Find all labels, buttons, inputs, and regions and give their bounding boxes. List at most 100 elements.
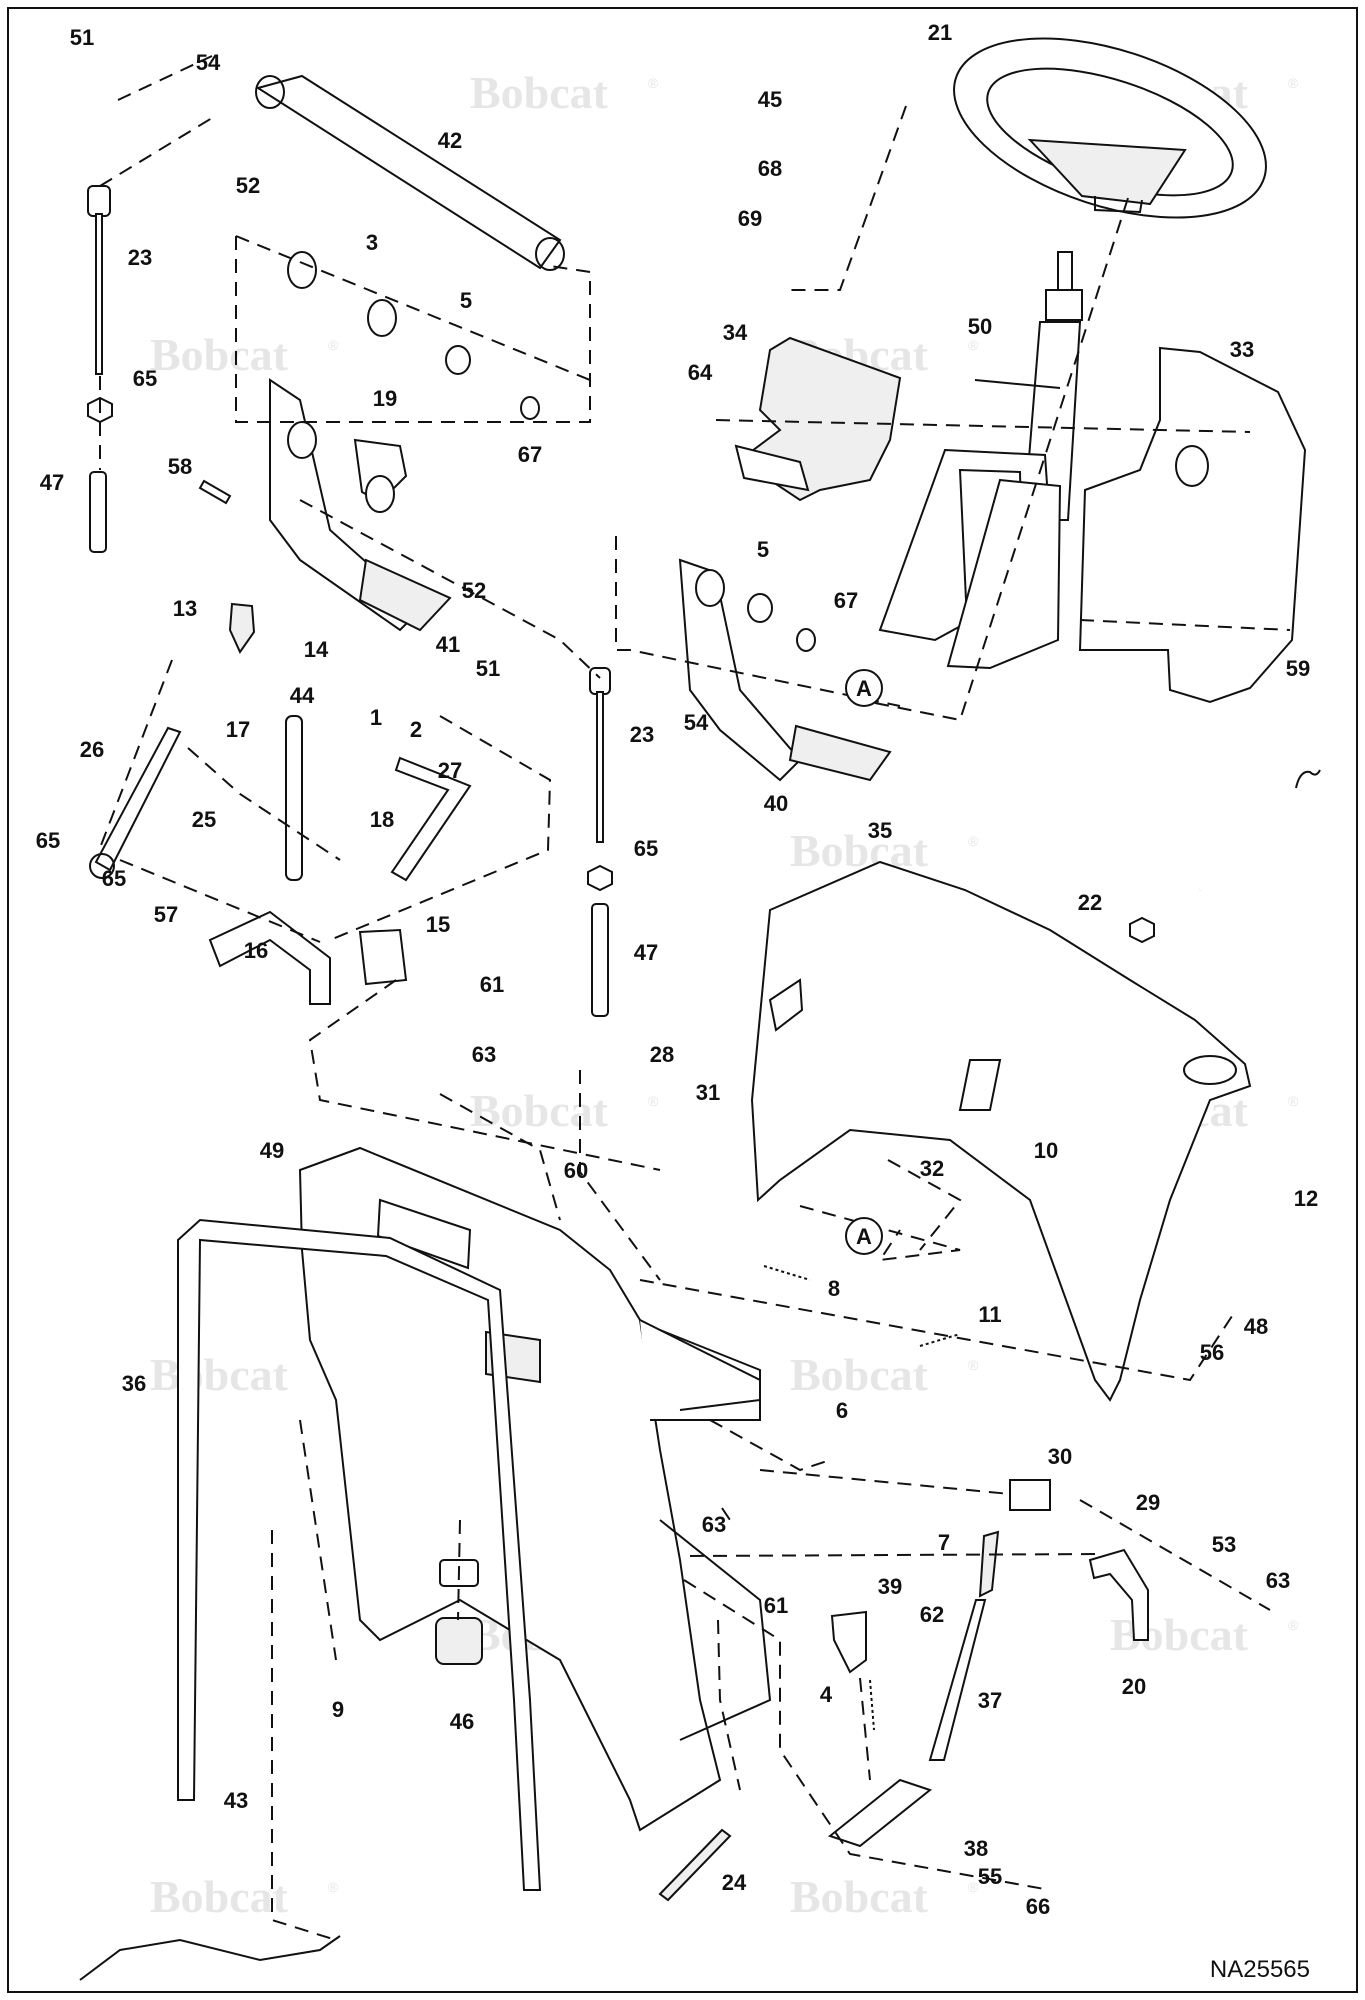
part-number-label: 40: [764, 791, 788, 816]
part-number-label: 6: [836, 1398, 848, 1423]
part-number-label: 49: [260, 1138, 284, 1163]
steering-wheel: [953, 37, 1267, 219]
part-number-label: 11: [978, 1302, 1001, 1327]
part-number-label: 46: [450, 1709, 474, 1734]
part-number-label: 56: [1200, 1340, 1224, 1365]
watermark-registered-mark: ®: [1288, 1617, 1299, 1633]
lever-26: [94, 726, 182, 872]
bushing-a: [287, 251, 317, 289]
part-number-label: 45: [758, 87, 782, 112]
knob-13: [228, 602, 256, 655]
part-number-label: 47: [40, 470, 64, 495]
brand-watermark-text: Bobcat: [470, 67, 609, 118]
part-number-label: 51: [70, 25, 94, 50]
part-number-label: 5: [757, 537, 769, 562]
part-number-label: 2: [410, 717, 422, 742]
link-44: [285, 715, 303, 881]
roller-19: [365, 475, 395, 513]
clutch-pedal: [678, 558, 892, 782]
part-number-label: 10: [1034, 1138, 1058, 1163]
part-number-label: 34: [723, 320, 748, 345]
brand-watermark-text: Bobcat: [790, 1349, 929, 1400]
rod-clevis-mid: [589, 667, 611, 695]
watermark-registered-mark: ®: [1288, 1093, 1299, 1109]
part-number-label: 43: [224, 1788, 248, 1813]
callout-a-letter: A: [856, 1224, 872, 1249]
part-number-label: 51: [476, 656, 500, 681]
watermark-registered-mark: ®: [648, 1093, 659, 1109]
spring-8: [763, 1265, 811, 1281]
part-number-label: 39: [878, 1574, 902, 1599]
explode-lines: [99, 55, 1291, 1941]
shroud-hole: [1175, 445, 1209, 487]
part-number-label: 42: [438, 128, 462, 153]
part-number-label: 5: [460, 288, 472, 313]
arm-27: [390, 756, 472, 882]
part-number-label: 37: [978, 1688, 1002, 1713]
plate-15: [358, 928, 408, 986]
ring-67b: [796, 628, 816, 652]
grip-7: [978, 1530, 1000, 1598]
handle-20: [1088, 1548, 1149, 1641]
watermark-registered-mark: ®: [968, 1357, 979, 1373]
callout-a-2: A: [845, 1217, 883, 1255]
column-shroud: [1078, 346, 1307, 704]
part-number-label: 21: [928, 20, 952, 45]
part-number-label: 8: [828, 1276, 840, 1301]
drawing-reference-code: NA25565: [1210, 1956, 1310, 1983]
part-number-label: 38: [964, 1836, 988, 1861]
part-number-label: 12: [1294, 1186, 1318, 1211]
watermark-registered-mark: ®: [648, 75, 659, 91]
part-number-label: 58: [168, 454, 192, 479]
brand-watermark-text: Bobcat: [470, 1085, 609, 1136]
part-number-label: 52: [462, 578, 486, 603]
part-number-label: 59: [1286, 656, 1310, 681]
frame-bracket: [659, 1329, 761, 1411]
part-number-label: 19: [373, 386, 397, 411]
steering-column: [878, 251, 1083, 670]
ratchet-37: [827, 1778, 933, 1848]
spring-11: [919, 1333, 961, 1347]
cable-43: [79, 1935, 341, 1981]
callout-a-1: A: [845, 669, 883, 707]
part-number-label: 65: [102, 866, 126, 891]
part-number-label: 55: [978, 1864, 1002, 1889]
control-rod-left: [87, 185, 111, 375]
part-number-label: 64: [688, 360, 713, 385]
part-number-label: 67: [834, 588, 858, 613]
part-number-label: 62: [920, 1602, 944, 1627]
part-number-label: 17: [226, 717, 250, 742]
part-number-label: 25: [192, 807, 216, 832]
part-number-label: 63: [1266, 1568, 1290, 1593]
rod-mid: [596, 691, 604, 843]
brand-watermark-text: Bobcat: [790, 825, 929, 876]
lever-37: [928, 1599, 987, 1761]
part-number-label: 29: [1136, 1490, 1160, 1515]
part-number-label: 50: [968, 314, 992, 339]
brand-watermark-text: Bobcat: [1110, 1609, 1249, 1660]
nut-22: [1129, 916, 1155, 944]
brand-watermark-text: Bobcat: [150, 1349, 289, 1400]
part-number-label: 47: [634, 940, 658, 965]
part-number-label: 65: [36, 828, 60, 853]
callout-a-letter: A: [856, 676, 872, 701]
part-number-label: 22: [1078, 890, 1102, 915]
bushing-30: [1009, 1479, 1051, 1511]
part-number-label: 54: [196, 50, 221, 75]
part-number-label: 68: [758, 156, 782, 181]
part-number-label: 27: [438, 758, 462, 783]
part-number-label: 33: [1230, 337, 1254, 362]
bracket-39: [830, 1610, 867, 1674]
part-number-label: 65: [133, 366, 157, 391]
watermark-registered-mark: ®: [328, 337, 339, 353]
strip-24: [658, 1828, 732, 1902]
part-number-label: 69: [738, 206, 762, 231]
washer-5: [445, 345, 471, 375]
part-number-label: 28: [650, 1042, 674, 1067]
brand-watermark-text: Bobcat: [150, 329, 289, 380]
part-number-label: 3: [366, 230, 378, 255]
part-number-label: 60: [564, 1158, 588, 1183]
